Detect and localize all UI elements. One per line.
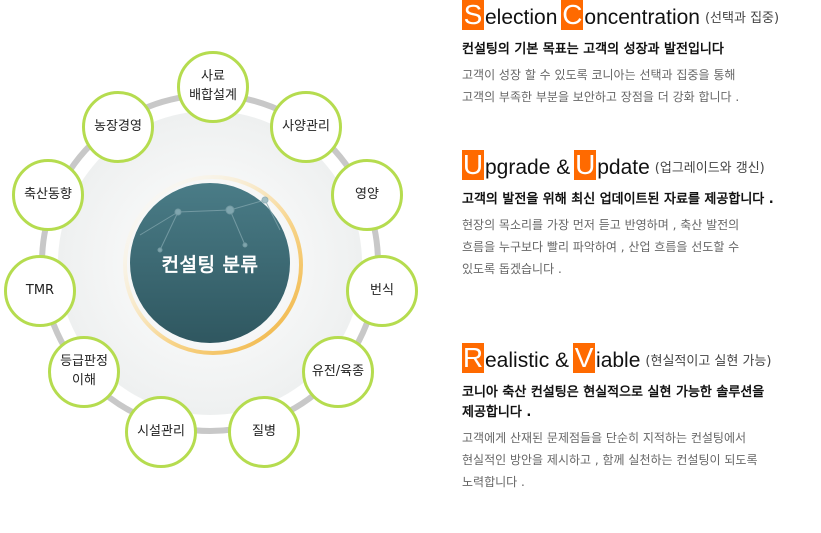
node-feed-formulation[interactable]: 사료 배합설계 xyxy=(177,51,249,123)
feature-word-1: pgrade & xyxy=(485,156,571,179)
feature-initial-1: S xyxy=(462,0,484,30)
feature-desc-line-2: 현실적인 방안을 제시하고 , 함께 실천하는 컨설팅이 되도록 xyxy=(462,453,758,467)
feature-word-1: ealistic & xyxy=(485,349,570,372)
feature-desc-line-1: 고객에게 산재된 문제점들을 단순히 지적하는 컨설팅에서 xyxy=(462,431,747,445)
node-breeding[interactable]: 번식 xyxy=(346,255,418,327)
center-halo xyxy=(123,175,303,355)
feature-desc-line-3: 노력합니다 . xyxy=(462,475,525,489)
center-disc xyxy=(130,183,290,343)
feature-subtitle: 코니아 축산 컨설팅은 현실적으로 실현 가능한 솔루션을 제공합니다 . xyxy=(462,385,765,420)
feature-initial-2: V xyxy=(573,342,596,373)
feature-initial-2: U xyxy=(574,149,597,180)
center-label: 컨설팅 분류 xyxy=(161,253,259,276)
node-livestock-trends[interactable]: 축산동향 xyxy=(12,159,84,231)
feature-korean-title: (선택과 집중) xyxy=(704,11,780,26)
node-tmr[interactable]: TMR xyxy=(4,255,76,327)
ring-graphic xyxy=(39,92,381,434)
node-grading[interactable]: 등급판정 이해 xyxy=(48,336,120,408)
feature-subtitle: 컨설팅의 기본 목표는 고객의 성장과 발전입니다 xyxy=(462,42,724,57)
node-feeding-management[interactable]: 사양관리 xyxy=(270,91,342,163)
feature-korean-title: (업그레이드와 갱신) xyxy=(654,161,765,176)
feature-word-2: oncentration xyxy=(584,6,700,29)
feature-desc-line-3: 있도록 돕겠습니다 . xyxy=(462,262,562,276)
feature-desc-line-1: 현장의 목소리를 가장 먼저 듣고 반영하며 , 축산 발전의 xyxy=(462,218,740,232)
feature-initial-1: R xyxy=(462,342,484,373)
node-nutrition[interactable]: 영양 xyxy=(331,159,403,231)
node-farm-management[interactable]: 농장경영 xyxy=(82,91,154,163)
node-facility-management[interactable]: 시설관리 xyxy=(125,396,197,468)
feature-korean-title: (현실적이고 실현 가능) xyxy=(645,354,772,369)
node-genetics[interactable]: 유전/육종 xyxy=(302,336,374,408)
feature-word-1: election xyxy=(485,6,558,29)
feature-initial-2: C xyxy=(561,0,584,30)
feature-word-2: pdate xyxy=(597,156,650,179)
feature-desc-line-1: 고객이 성장 할 수 있도록 코니아는 선택과 집중을 통해 xyxy=(462,68,736,82)
feature-desc-line-2: 고객의 부족한 부분을 보안하고 장점을 더 강화 합니다 . xyxy=(462,90,740,104)
node-disease[interactable]: 질병 xyxy=(228,396,300,468)
feature-word-2: iable xyxy=(596,349,641,372)
network-pattern xyxy=(139,196,281,253)
feature-subtitle: 고객의 발전을 위해 최신 업데이트된 자료를 제공합니다 . xyxy=(462,192,774,207)
feature-initial-1: U xyxy=(462,149,484,180)
feature-desc-line-2: 흐름을 누구보다 빨리 파악하여 , 산업 흐름을 선도할 수 xyxy=(462,240,740,254)
